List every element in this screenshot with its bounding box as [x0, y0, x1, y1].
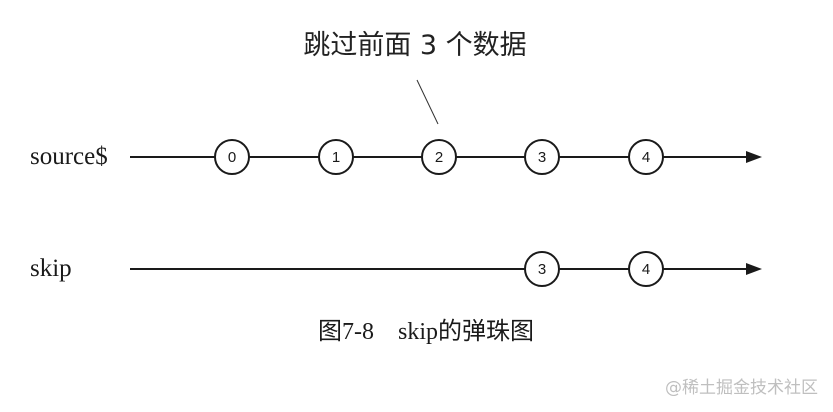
- marble-circle: [214, 139, 250, 175]
- marble: 4: [628, 139, 664, 175]
- stream-label-skip: skip: [30, 255, 72, 282]
- marble: 0: [214, 139, 250, 175]
- marble-label: 1: [332, 149, 340, 166]
- marble-label: 3: [538, 261, 546, 278]
- marble-group-source: 0 1 2 3 4: [214, 139, 664, 175]
- marble-circle: [628, 139, 664, 175]
- marble: 3: [524, 251, 560, 287]
- stream-label-source: source$: [30, 143, 108, 170]
- marble: 1: [318, 139, 354, 175]
- marble: 2: [421, 139, 457, 175]
- marble-circle: [524, 139, 560, 175]
- marble-circle: [628, 251, 664, 287]
- marble-circle: [318, 139, 354, 175]
- annotation-text: 跳过前面 3 个数据: [303, 30, 526, 61]
- timeline-arrow-skip: [746, 263, 762, 275]
- marble: 4: [628, 251, 664, 287]
- marble-circle: [421, 139, 457, 175]
- timeline-arrow-source: [746, 151, 762, 163]
- marble-label: 3: [538, 149, 546, 166]
- watermark: @稀土掘金技术社区: [665, 378, 818, 398]
- marble-label: 0: [228, 149, 236, 166]
- figure-caption: 图7-8 skip的弹珠图: [318, 318, 534, 345]
- marble-label: 4: [642, 149, 650, 166]
- marble-label: 4: [642, 261, 650, 278]
- marble-circle: [524, 251, 560, 287]
- marble-label: 2: [435, 149, 443, 166]
- annotation-pointer: [416, 79, 439, 125]
- marble: 3: [524, 139, 560, 175]
